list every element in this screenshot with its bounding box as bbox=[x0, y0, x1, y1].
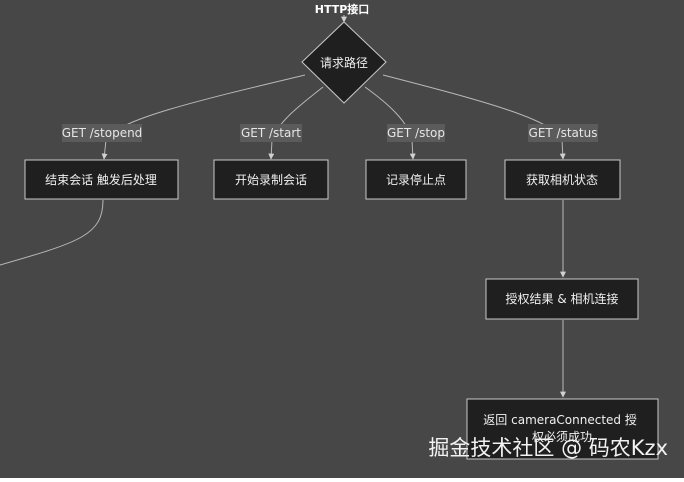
node-end-session-label: 结束会话 触发后处理 bbox=[45, 172, 157, 187]
node-start-recording-label: 开始录制会话 bbox=[235, 173, 307, 187]
watermark-text: 掘金技术社区 @ 码农Kzx bbox=[428, 436, 668, 460]
node-record-stop-label: 记录停止点 bbox=[386, 172, 446, 187]
edges bbox=[0, 15, 566, 398]
node-auth-camera: 授权结果 & 相机连接 bbox=[485, 278, 639, 320]
node-auth-camera-label: 授权结果 & 相机连接 bbox=[506, 291, 619, 306]
node-start-recording: 开始录制会话 bbox=[213, 159, 329, 200]
edge-label-start-text: GET /start bbox=[241, 126, 301, 140]
entry-label: HTTP接口 bbox=[315, 2, 370, 16]
node-return-label-line2: 权必须成功 bbox=[532, 430, 592, 444]
node-return-label: 返回 cameraConnected 授 权必须成功 bbox=[483, 412, 640, 444]
edge-label-stopend-text: GET /stopend bbox=[62, 126, 143, 140]
node-camera-status-label: 获取相机状态 bbox=[526, 173, 598, 187]
edge-label-status-text: GET /status bbox=[529, 126, 598, 140]
decision-label: 请求路径 bbox=[320, 55, 368, 70]
node-record-stop: 记录停止点 bbox=[365, 159, 467, 200]
edge-stopend-out bbox=[0, 199, 104, 266]
decision-node: 请求路径 bbox=[301, 21, 387, 104]
node-camera-status: 获取相机状态 bbox=[504, 159, 621, 200]
edge-start bbox=[268, 86, 324, 160]
node-end-session: 结束会话 触发后处理 bbox=[24, 159, 179, 200]
node-return-label-line1: 返回 cameraConnected 授 bbox=[483, 412, 637, 427]
edge-label-stop: GET /stop bbox=[387, 124, 445, 142]
edge-status bbox=[382, 74, 566, 160]
edge-label-start: GET /start bbox=[240, 124, 302, 142]
edge-stop bbox=[364, 86, 416, 160]
edge-label-stopend: GET /stopend bbox=[62, 124, 143, 142]
edge-stopend bbox=[101, 74, 306, 160]
node-return-camera-connected: 返回 cameraConnected 授 权必须成功 bbox=[466, 398, 659, 460]
edge-label-stop-text: GET /stop bbox=[387, 126, 445, 140]
edge-label-status: GET /status bbox=[528, 124, 598, 142]
